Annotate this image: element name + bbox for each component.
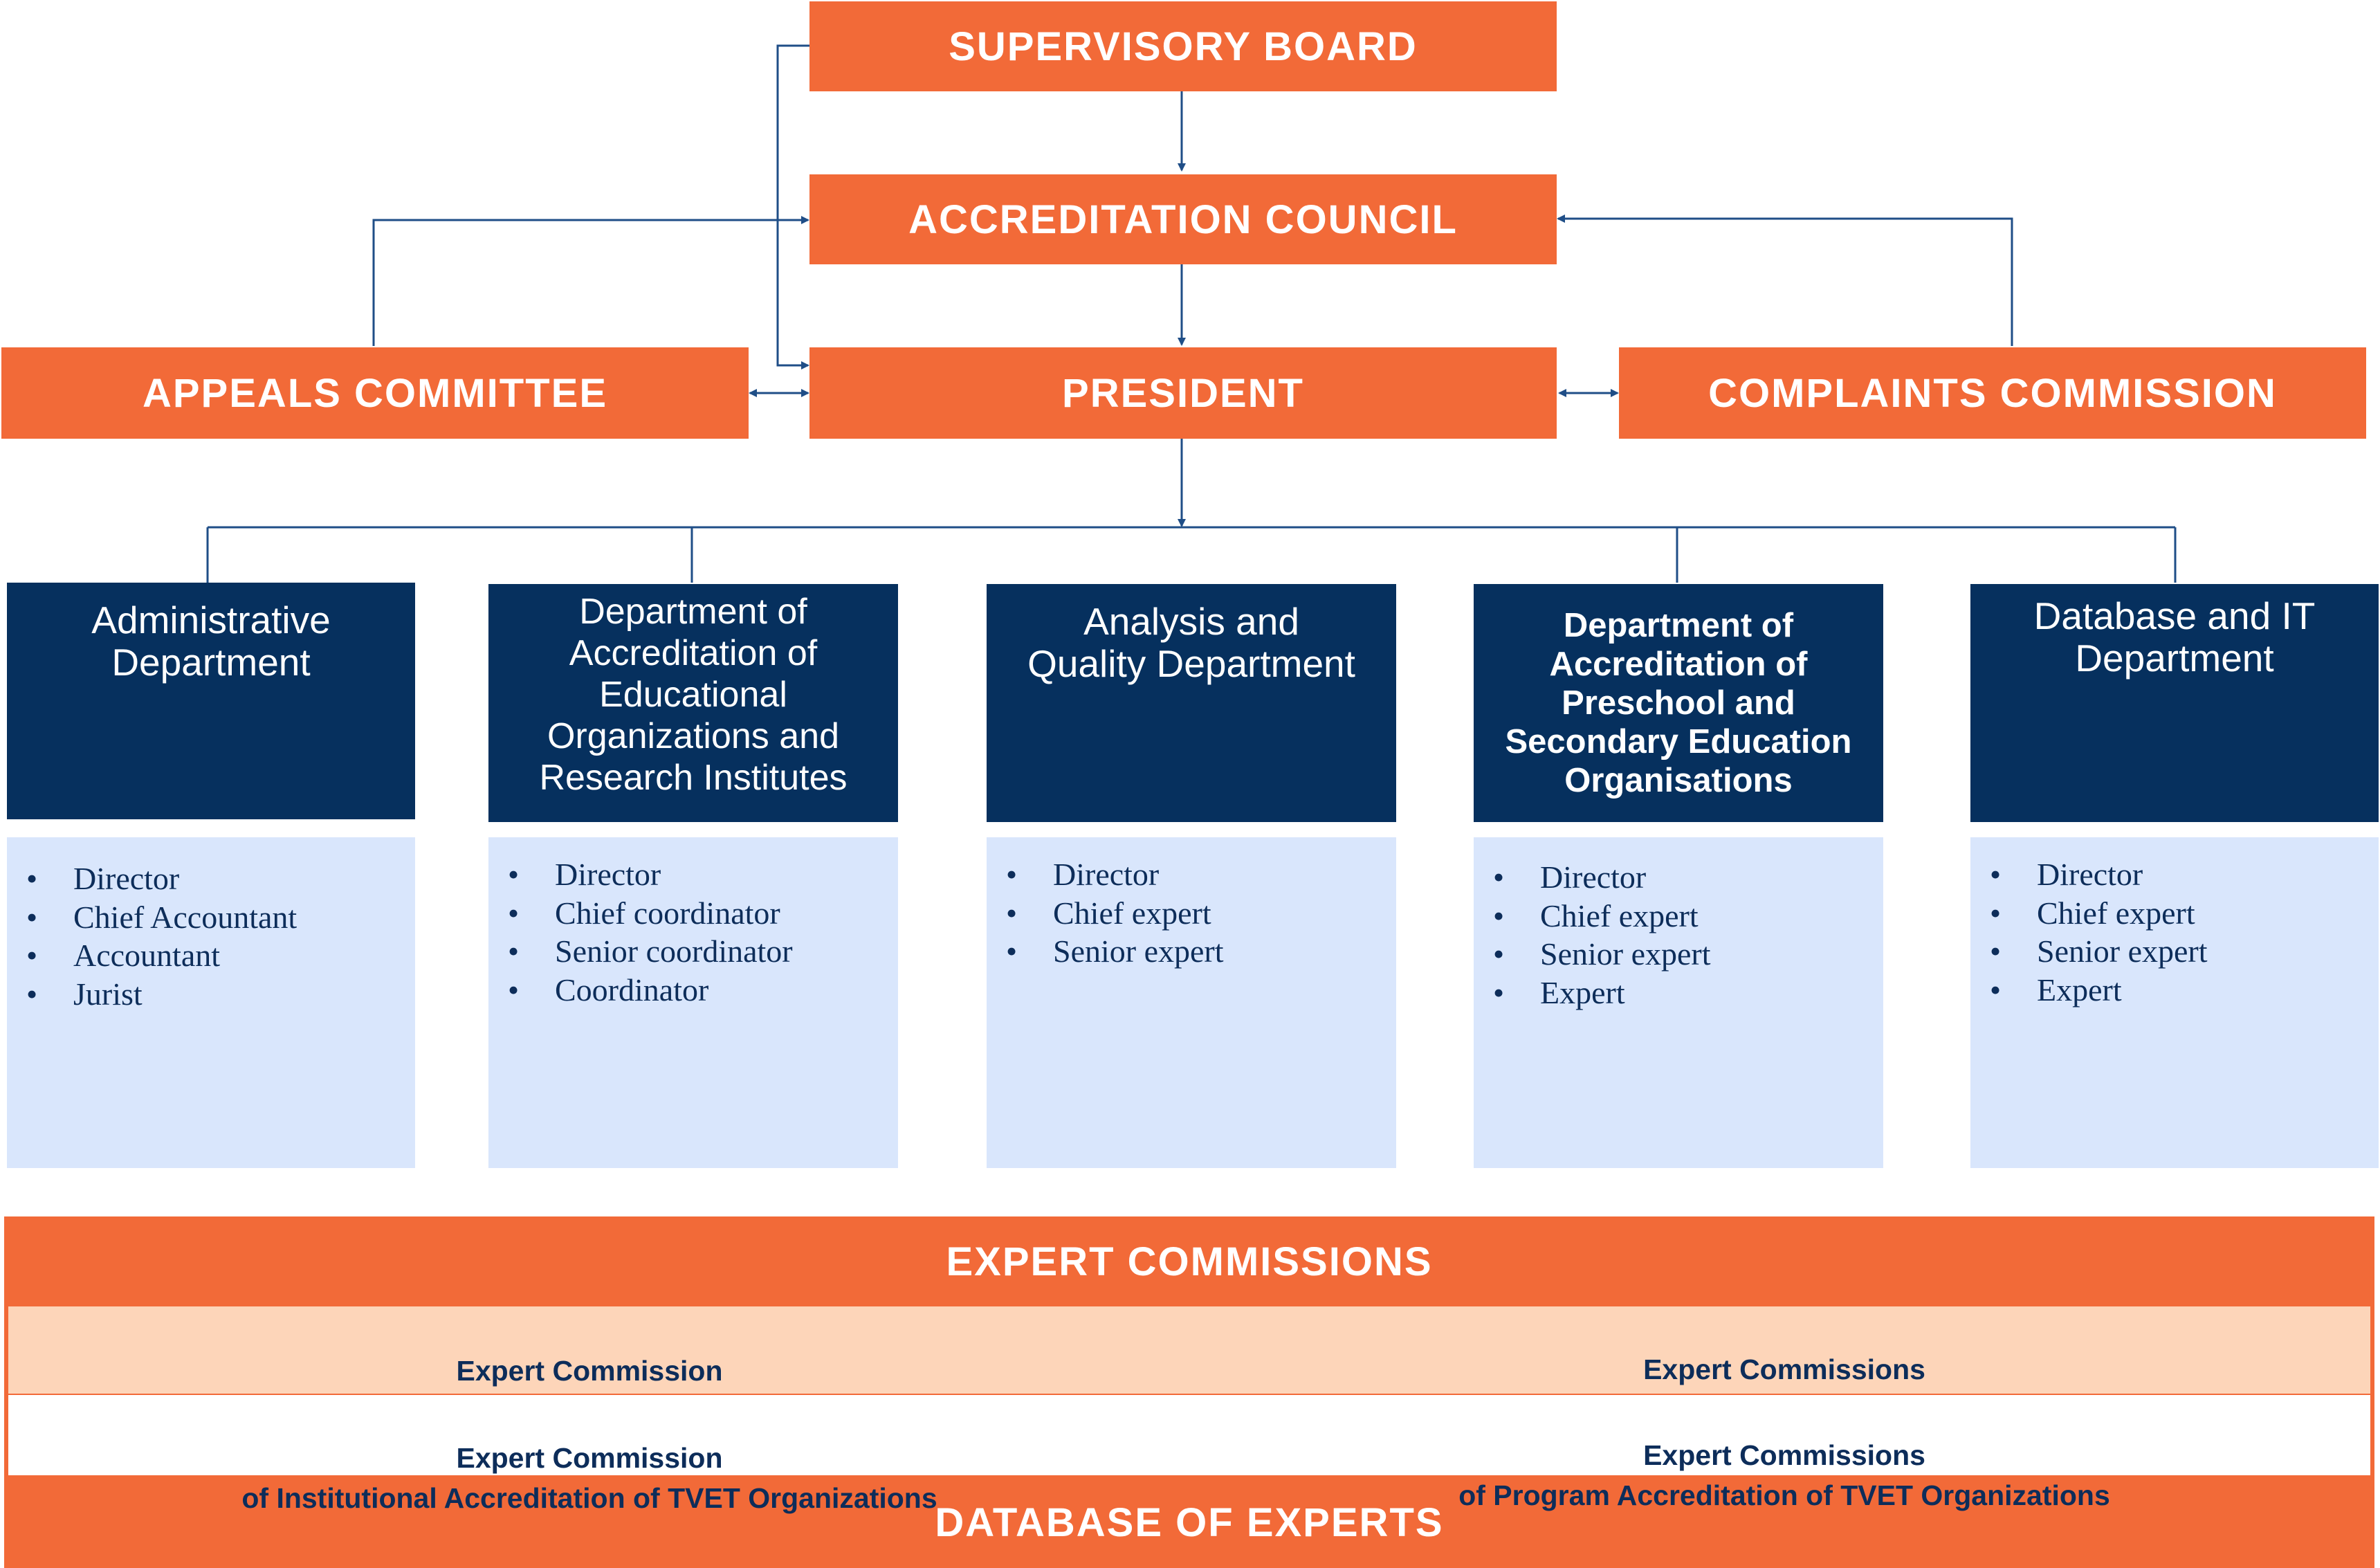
- list-item: Jurist: [7, 975, 415, 1014]
- expert-commissions-header: EXPERT COMMISSIONS: [4, 1216, 2374, 1306]
- supervisory-board-label: SUPERVISORY BOARD: [949, 24, 1418, 69]
- list-item: Director: [7, 859, 415, 898]
- department-title: Database and IT Department: [2033, 594, 2316, 680]
- list-item: Director: [1474, 858, 1883, 897]
- list-item: Chief expert: [987, 894, 1396, 933]
- list-item: Expert: [1970, 971, 2379, 1010]
- accreditation-council-label: ACCREDITATION COUNCIL: [908, 197, 1458, 242]
- appeals-committee-box: APPEALS COMMITTEE: [1, 347, 749, 439]
- department-administrative: Administrative Department: [7, 583, 415, 819]
- department-accreditation-educational-staff: Director Chief coordinator Senior coordi…: [488, 837, 898, 1168]
- list-item: Chief coordinator: [488, 894, 898, 933]
- list-item: Senior expert: [1474, 935, 1883, 974]
- database-of-experts-label: DATABASE OF EXPERTS: [935, 1499, 1444, 1545]
- department-analysis-quality-staff: Director Chief expert Senior expert: [987, 837, 1396, 1168]
- appeals-committee-label: APPEALS COMMITTEE: [142, 370, 608, 416]
- list-item: Coordinator: [488, 971, 898, 1010]
- list-item: Chief expert: [1474, 897, 1883, 936]
- database-of-experts-box: DATABASE OF EXPERTS: [4, 1477, 2374, 1568]
- list-item: Director: [987, 855, 1396, 894]
- department-title: Administrative Department: [91, 599, 331, 684]
- expert-commissions-row-2: Expert Commission of Institutional Accre…: [8, 1395, 2370, 1514]
- list-item: Chief expert: [1970, 894, 2379, 933]
- expert-commissions-title: EXPERT COMMISSIONS: [946, 1239, 1433, 1284]
- list-item: Director: [1970, 855, 2379, 894]
- line-board-president: [776, 44, 809, 370]
- list-item: Director: [488, 855, 898, 894]
- expert-commissions-block: EXPERT COMMISSIONS Expert Commission of …: [4, 1216, 2374, 1568]
- accreditation-council-box: ACCREDITATION COUNCIL: [809, 174, 1557, 264]
- department-database-it: Database and IT Department: [1970, 584, 2379, 822]
- list-item: Expert: [1474, 974, 1883, 1012]
- line-complaints-council: [1557, 215, 2013, 346]
- expert-commissions-row-1: Expert Commission of Institutional Accre…: [8, 1306, 2370, 1427]
- department-title: Department of Accreditation of Education…: [539, 592, 848, 798]
- department-accreditation-preschool-staff: Director Chief expert Senior expert Expe…: [1474, 837, 1883, 1168]
- expert-commissions-program-tvet: Expert Commissions of Program Accreditat…: [1458, 1439, 2110, 1511]
- department-database-it-staff: Director Chief expert Senior expert Expe…: [1970, 837, 2379, 1168]
- list-item: Senior expert: [1970, 932, 2379, 971]
- list-item: Accountant: [7, 936, 415, 975]
- expert-commission-institutional-tvet: Expert Commission of Institutional Accre…: [241, 1442, 937, 1514]
- president-box: PRESIDENT: [809, 347, 1557, 439]
- complaints-commission-box: COMPLAINTS COMMISSION: [1619, 347, 2366, 439]
- president-label: PRESIDENT: [1062, 370, 1304, 416]
- department-accreditation-preschool: Department of Accreditation of Preschool…: [1474, 584, 1883, 822]
- list-item: Chief Accountant: [7, 898, 415, 937]
- department-accreditation-educational: Department of Accreditation of Education…: [488, 584, 898, 822]
- line-appeals-council: [372, 216, 809, 346]
- department-analysis-quality: Analysis and Quality Department: [987, 584, 1396, 822]
- department-title: Analysis and Quality Department: [1027, 600, 1355, 685]
- complaints-commission-label: COMPLAINTS COMMISSION: [1708, 370, 2277, 416]
- list-item: Senior coordinator: [488, 932, 898, 971]
- department-administrative-staff: Director Chief Accountant Accountant Jur…: [7, 837, 415, 1168]
- department-title: Department of Accreditation of Preschool…: [1505, 607, 1852, 799]
- list-item: Senior expert: [987, 932, 1396, 971]
- supervisory-board-box: SUPERVISORY BOARD: [809, 1, 1557, 91]
